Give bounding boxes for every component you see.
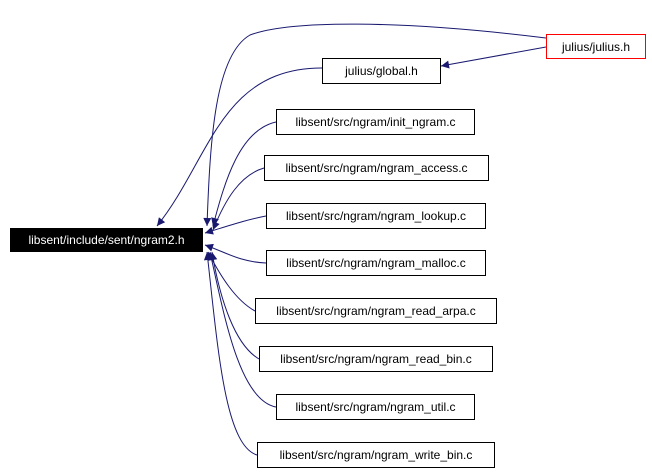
edge-ngram_util-to-root <box>207 251 277 408</box>
edge-ngram_write_bin-to-root <box>203 251 258 456</box>
edge-global-to-root <box>156 67 323 227</box>
node-ngram2-h: libsent/include/sent/ngram2.h <box>10 228 203 252</box>
node-julius-julius-h[interactable]: julius/julius.h <box>546 34 646 59</box>
edge-ngram_read_bin-to-root <box>209 251 260 360</box>
node-ngram-util-c[interactable]: libsent/src/ngram/ngram_util.c <box>276 394 475 420</box>
node-ngram-malloc-c[interactable]: libsent/src/ngram/ngram_malloc.c <box>266 250 486 276</box>
edge-ngram_malloc-to-root <box>204 243 267 264</box>
node-ngram-read-bin-c[interactable]: libsent/src/ngram/ngram_read_bin.c <box>259 346 493 372</box>
edge-ngram_lookup-to-root <box>204 215 267 235</box>
node-ngram-lookup-c[interactable]: libsent/src/ngram/ngram_lookup.c <box>266 203 486 229</box>
edge-julius-to-global <box>440 46 547 69</box>
edge-julius-to-root <box>203 23 547 227</box>
edge-ngram_access-to-root <box>212 167 265 231</box>
node-ngram-write-bin-c[interactable]: libsent/src/ngram/ngram_write_bin.c <box>257 442 495 468</box>
node-julius-global-h[interactable]: julius/global.h <box>322 58 441 84</box>
node-ngram-access-c[interactable]: libsent/src/ngram/ngram_access.c <box>264 155 489 181</box>
node-ngram-read-arpa-c[interactable]: libsent/src/ngram/ngram_read_arpa.c <box>255 298 497 324</box>
node-init-ngram-c[interactable]: libsent/src/ngram/init_ngram.c <box>276 109 475 135</box>
edge-init_ngram-to-root <box>211 121 277 227</box>
